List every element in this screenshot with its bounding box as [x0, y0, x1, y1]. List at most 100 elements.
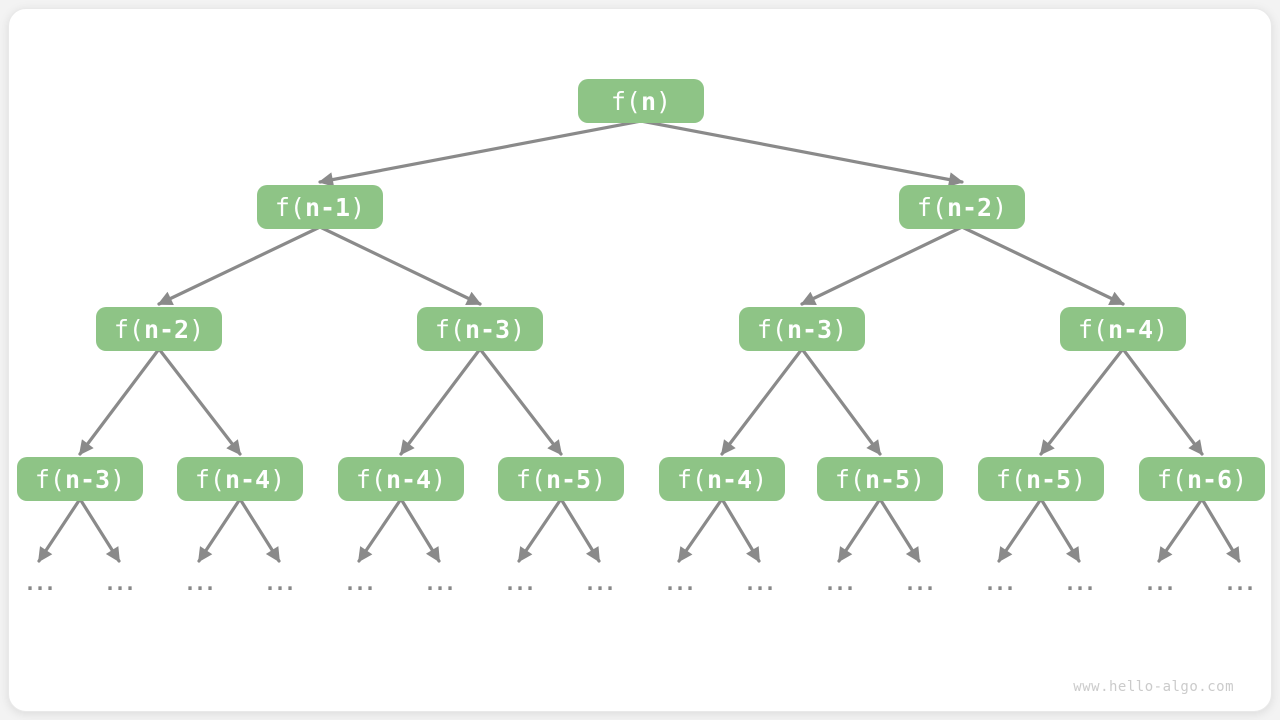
- edge-arrow: [157, 347, 242, 456]
- node-label-suffix: ): [1153, 314, 1169, 344]
- tree-node-fn-5: f(n-5): [978, 457, 1104, 501]
- node-label-var: n-5: [545, 464, 592, 494]
- edge-arrow: [1121, 347, 1204, 456]
- edge-arrow: [800, 225, 964, 306]
- node-label-suffix: ): [832, 314, 848, 344]
- tree-node-fn-4: f(n-4): [177, 457, 303, 501]
- edge-arrow: [720, 497, 761, 563]
- edge-arrow: [639, 119, 964, 187]
- node-label-prefix: f(: [834, 464, 865, 494]
- node-label-var: n-4: [385, 464, 432, 494]
- diagram-card: [8, 8, 1272, 712]
- node-label-prefix: f(: [676, 464, 707, 494]
- tree-node-fn-5: f(n-5): [817, 457, 943, 501]
- ellipsis-dots: ...: [583, 571, 616, 595]
- node-label-var: n-5: [1025, 464, 1072, 494]
- node-label-prefix: f(: [113, 314, 144, 344]
- node-label-prefix: f(: [1077, 314, 1108, 344]
- node-label-var: n-4: [706, 464, 753, 494]
- node-label-prefix: f(: [515, 464, 546, 494]
- edge-arrow: [37, 497, 82, 563]
- ellipsis-dots: ...: [903, 571, 936, 595]
- tree-node-fn: f(n): [578, 79, 704, 123]
- node-label-var: n-2: [946, 192, 993, 222]
- node-label-prefix: f(: [274, 192, 305, 222]
- node-label-var: n-3: [786, 314, 833, 344]
- tree-node-fn-1: f(n-1): [257, 185, 383, 229]
- edge-arrow: [1039, 497, 1081, 563]
- ellipsis-dots: ...: [423, 571, 456, 595]
- node-label-suffix: ): [110, 464, 126, 494]
- edge-arrow: [399, 497, 441, 563]
- edge-arrow: [399, 347, 482, 456]
- node-label-suffix: ): [1232, 464, 1248, 494]
- tree-node-fn-3: f(n-3): [417, 307, 543, 351]
- tree-node-fn-6: f(n-6): [1139, 457, 1265, 501]
- node-label-prefix: f(: [610, 86, 641, 116]
- edge-arrow: [357, 497, 403, 563]
- node-label-suffix: ): [189, 314, 205, 344]
- watermark: www.hello-algo.com: [1073, 679, 1234, 695]
- node-label-prefix: f(: [916, 192, 947, 222]
- node-label-suffix: ): [591, 464, 607, 494]
- tree-node-fn-2: f(n-2): [96, 307, 222, 351]
- node-label-var: n-1: [304, 192, 351, 222]
- ellipsis-dots: ...: [823, 571, 856, 595]
- tree-node-fn-4: f(n-4): [659, 457, 785, 501]
- edge-arrow: [478, 347, 563, 456]
- edge-arrow: [878, 497, 921, 563]
- node-label-var: n-4: [1107, 314, 1154, 344]
- node-label-prefix: f(: [355, 464, 386, 494]
- node-label-var: n-3: [464, 314, 511, 344]
- ellipsis-dots: ...: [1223, 571, 1256, 595]
- node-label-suffix: ): [752, 464, 768, 494]
- edge-arrow: [837, 497, 882, 563]
- ellipsis-dots: ...: [1063, 571, 1096, 595]
- ellipsis-dots: ...: [663, 571, 696, 595]
- node-label-suffix: ): [992, 192, 1008, 222]
- tree-node-fn-2: f(n-2): [899, 185, 1025, 229]
- tree-node-fn-4: f(n-4): [338, 457, 464, 501]
- edge-arrow: [1157, 497, 1204, 563]
- edge-arrow: [238, 497, 281, 563]
- ellipsis-dots: ...: [1143, 571, 1176, 595]
- node-label-var: n-5: [864, 464, 911, 494]
- edge-arrow: [318, 119, 643, 187]
- ellipsis-dots: ...: [983, 571, 1016, 595]
- edge-arrow: [677, 497, 724, 563]
- node-label-prefix: f(: [434, 314, 465, 344]
- node-label-suffix: ): [656, 86, 672, 116]
- node-label-prefix: f(: [756, 314, 787, 344]
- node-label-suffix: ): [270, 464, 286, 494]
- edge-arrow: [997, 497, 1043, 563]
- node-label-prefix: f(: [1156, 464, 1187, 494]
- edge-arrow: [1200, 497, 1241, 563]
- node-label-var: n-2: [143, 314, 190, 344]
- edge-arrow: [800, 347, 882, 456]
- ellipsis-dots: ...: [103, 571, 136, 595]
- tree-node-fn-4: f(n-4): [1060, 307, 1186, 351]
- node-label-prefix: f(: [194, 464, 225, 494]
- node-label-var: n: [640, 86, 657, 116]
- node-label-var: n-3: [64, 464, 111, 494]
- edge-arrow: [559, 497, 601, 563]
- ellipsis-dots: ...: [503, 571, 536, 595]
- tree-node-fn-5: f(n-5): [498, 457, 624, 501]
- ellipsis-dots: ...: [343, 571, 376, 595]
- edge-arrow: [78, 497, 121, 563]
- edge-arrow: [1039, 347, 1125, 456]
- ellipsis-dots: ...: [263, 571, 296, 595]
- node-label-var: n-4: [224, 464, 271, 494]
- node-label-prefix: f(: [34, 464, 65, 494]
- node-label-suffix: ): [431, 464, 447, 494]
- tree-node-fn-3: f(n-3): [17, 457, 143, 501]
- edge-arrow: [157, 225, 322, 306]
- tree-node-fn-3: f(n-3): [739, 307, 865, 351]
- edge-arrow: [960, 225, 1125, 306]
- edge-arrow: [517, 497, 563, 563]
- node-label-suffix: ): [350, 192, 366, 222]
- ellipsis-dots: ...: [183, 571, 216, 595]
- edge-arrow: [78, 347, 161, 456]
